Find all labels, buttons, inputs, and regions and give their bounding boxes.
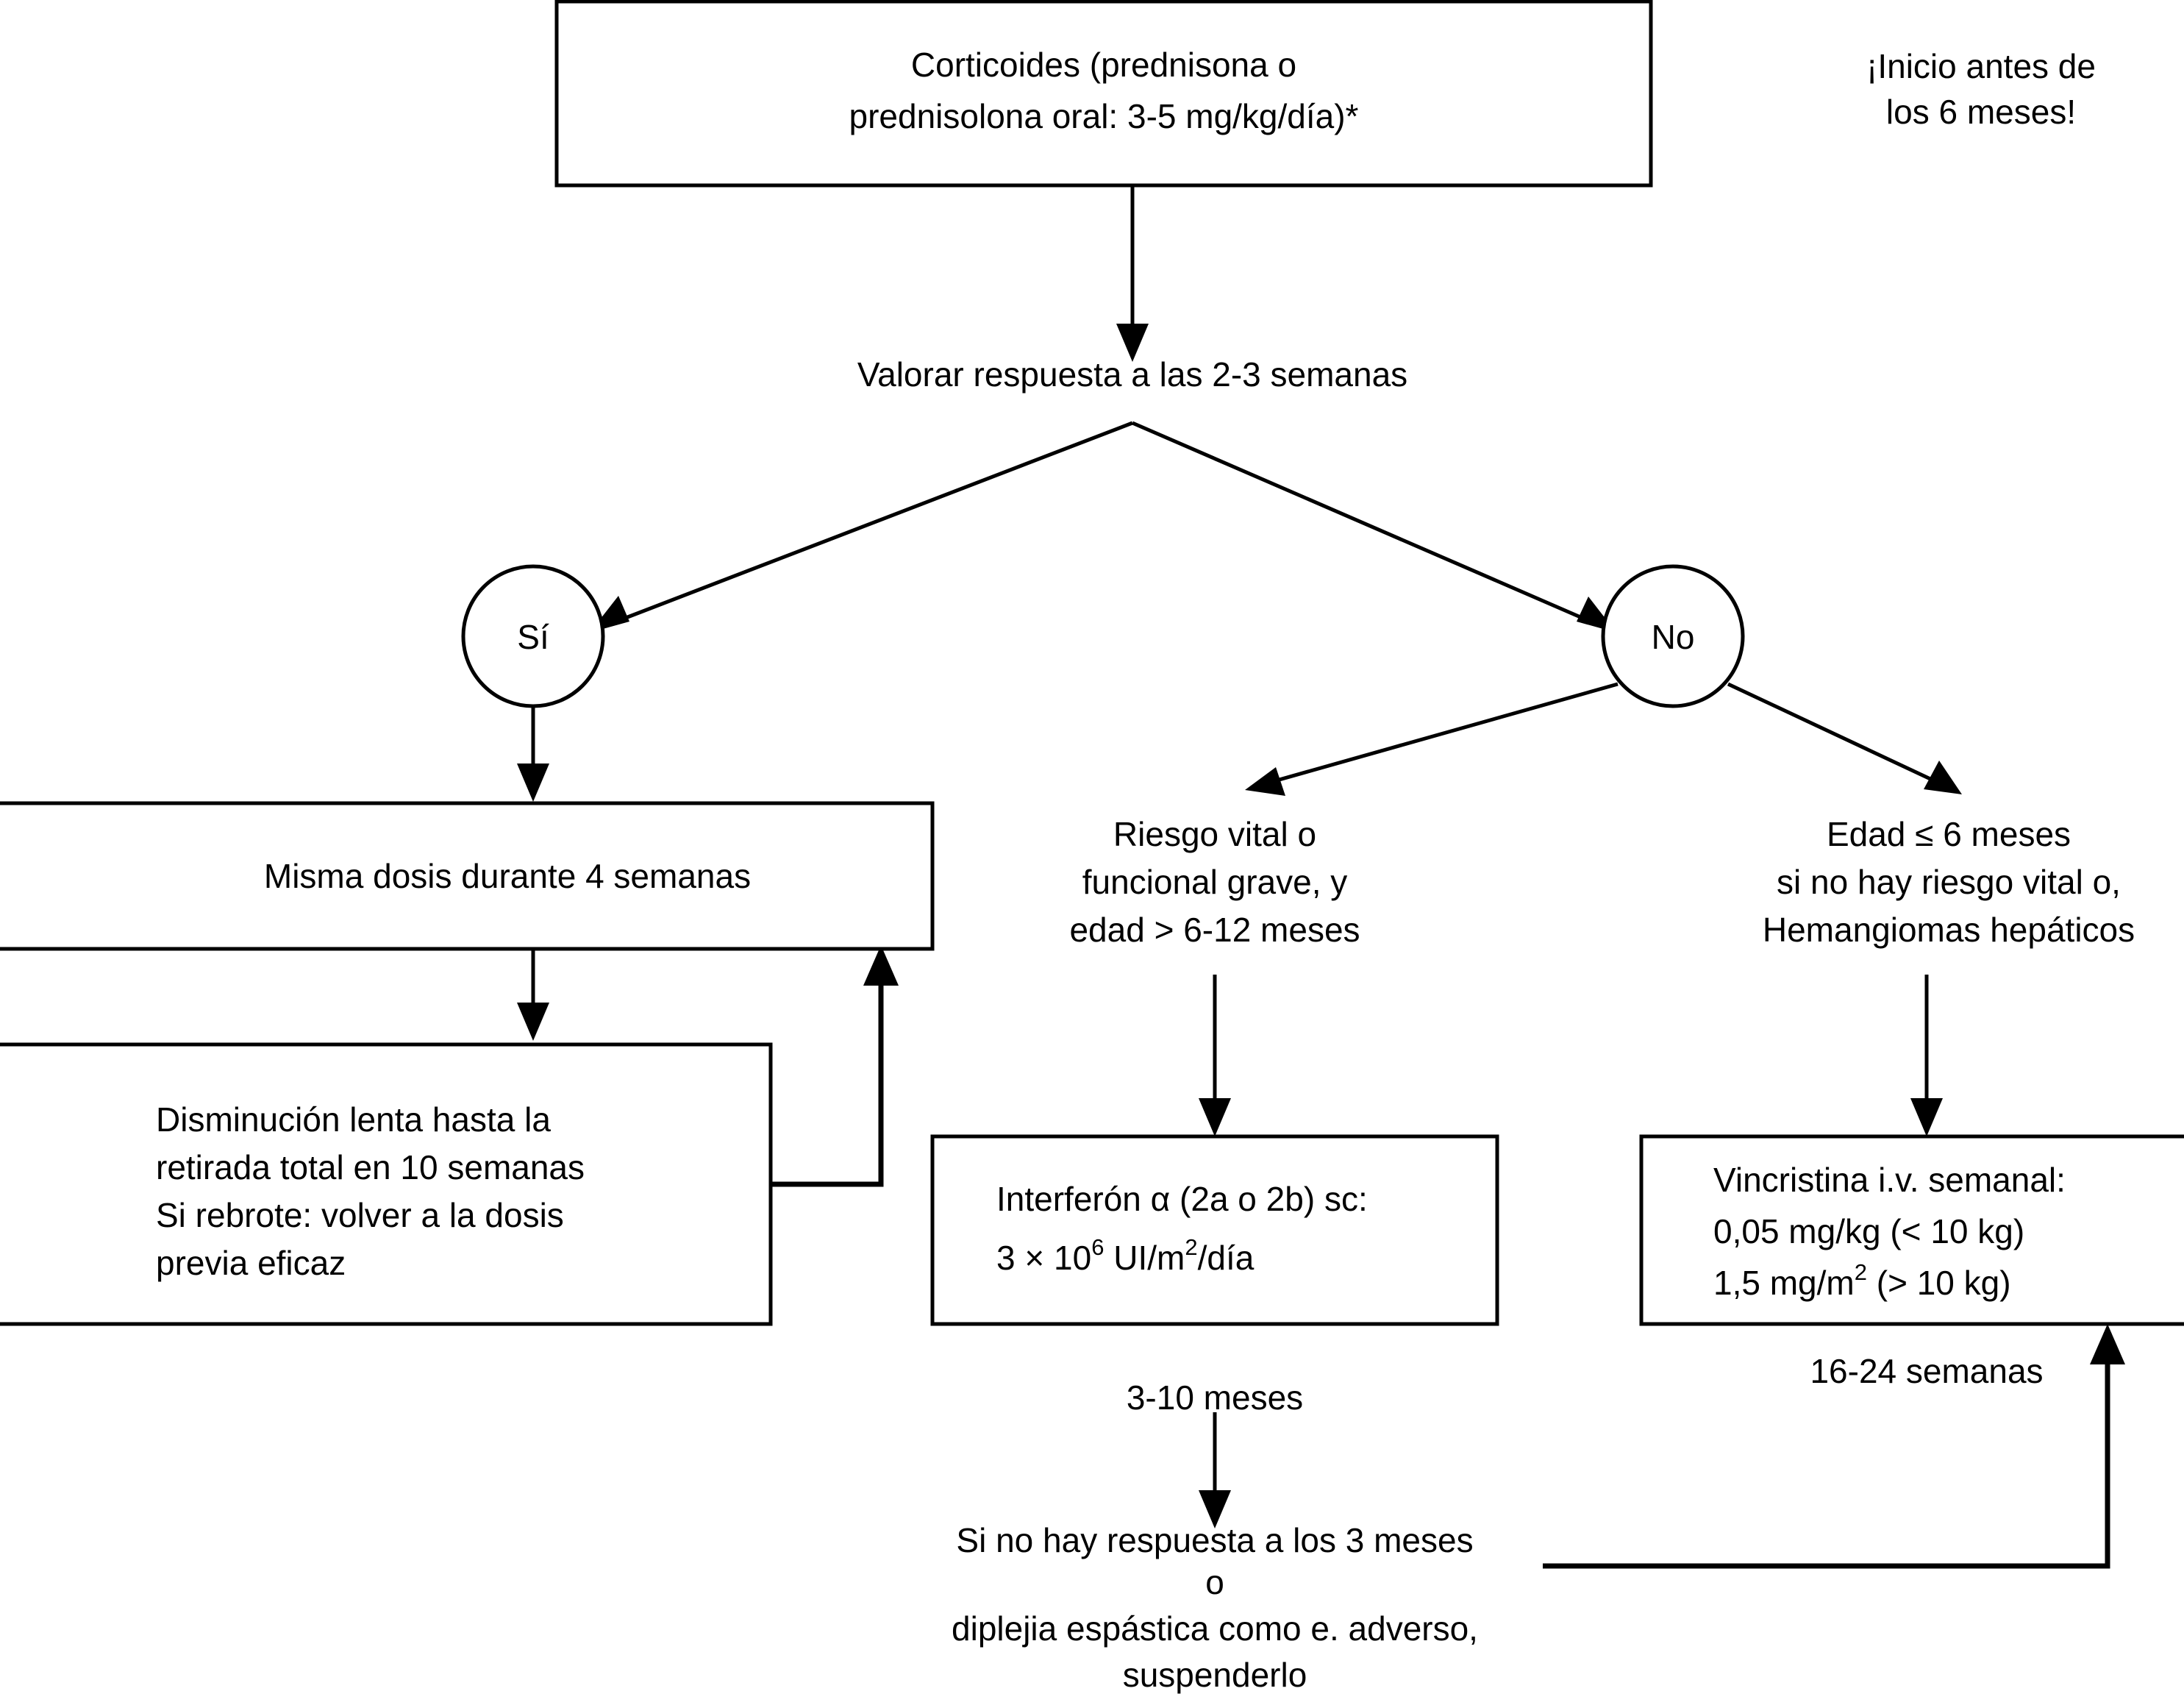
vincristine-duration-text: 16-24 semanas [1810,1352,2043,1390]
edge-assess-to-no [1132,421,1616,633]
risk-line3: edad > 6-12 meses [1069,911,1360,949]
interferon-line2-mid: UI/m [1104,1239,1185,1277]
vincristine-line3: 1,5 mg/m2 (> 10 kg) [1713,1259,2011,1302]
node-no-circle[interactable]: No [1601,564,1745,708]
yes-label: Sí [517,618,549,656]
stop-line1: Si no hay respuesta a los 3 meses [956,1521,1473,1559]
edge-stop-to-vincristine-return [1543,1324,2125,1569]
interferon-line2-sup1: 6 [1091,1234,1104,1260]
edge-label-interferon-duration: 3-10 meses [1127,1378,1303,1417]
interferon-line2-suffix: /día [1198,1239,1255,1277]
risk-line2: funcional grave, y [1082,863,1348,901]
node-taper-box[interactable]: Disminución lenta hasta la retirada tota… [0,1042,773,1326]
node-age-label: Edad ≤ 6 meses si no hay riesgo vital o,… [1763,815,2135,949]
edge-assess-to-yes [590,421,1133,633]
vincristine-line2: 0,05 mg/kg (< 10 kg) [1713,1212,2024,1250]
node-risk-label: Riesgo vital o funcional grave, y edad >… [1069,815,1360,949]
vincristine-line1: Vincristina i.v. semanal: [1713,1161,2066,1199]
interferon-line2: 3 × 106 UI/m2/día [996,1234,1255,1277]
stop-line3: diplejia espástica como e. adverso, [952,1609,1478,1648]
assess-text: Valorar respuesta a las 2-3 semanas [857,355,1407,394]
note-start-before-6-months: ¡Inicio antes de los 6 meses! [1866,47,2096,131]
interferon-line2-prefix: 3 × 10 [996,1239,1091,1277]
note-line2: los 6 meses! [1886,93,2076,131]
taper-line4: previa eficaz [156,1244,346,1282]
edge-interferon-to-stop [1199,1412,1231,1528]
start-box-line2: prednisolona oral: 3-5 mg/kg/día)* [849,97,1359,135]
vincristine-line3-prefix: 1,5 mg/m [1713,1264,1855,1302]
age-line1: Edad ≤ 6 meses [1827,815,2071,853]
interferon-duration-text: 3-10 meses [1127,1378,1303,1417]
edge-label-vincristine-duration: 16-24 semanas [1810,1352,2043,1390]
edge-same-dose-to-taper [517,949,549,1041]
stop-line4: suspenderlo [1123,1656,1307,1694]
taper-line2: retirada total en 10 semanas [156,1148,585,1186]
interferon-line1: Interferón α (2a o 2b) sc: [996,1180,1368,1218]
edge-no-to-age [1727,682,1962,794]
risk-line1: Riesgo vital o [1113,815,1316,853]
taper-line1: Disminución lenta hasta la [156,1100,551,1139]
node-stop-label: Si no hay respuesta a los 3 meses o dipl… [952,1521,1478,1694]
stop-line2: o [1205,1563,1224,1601]
edge-no-to-risk [1245,682,1619,796]
interferon-line2-sup2: 2 [1185,1234,1197,1260]
node-same-dose-box[interactable]: Misma dosis durante 4 semanas [0,801,935,951]
node-vincristine-box[interactable]: Vincristina i.v. semanal: 0,05 mg/kg (< … [1639,1134,2184,1326]
vincristine-line3-sup: 2 [1855,1259,1867,1285]
taper-line3: Si rebrote: volver a la dosis [156,1196,564,1234]
start-box-line1: Corticoides (prednisona o [911,46,1296,84]
edge-risk-to-interferon [1199,975,1231,1136]
same-dose-line1: Misma dosis durante 4 semanas [264,857,751,895]
node-assess-label: Valorar respuesta a las 2-3 semanas [857,355,1407,394]
node-interferon-box[interactable]: Interferón α (2a o 2b) sc: 3 × 106 UI/m2… [930,1134,1499,1326]
age-line2: si no hay riesgo vital o, [1777,863,2121,901]
node-start-box[interactable]: Corticoides (prednisona o prednisolona o… [554,0,1653,188]
note-line1: ¡Inicio antes de [1866,47,2096,85]
age-line3: Hemangiomas hepáticos [1763,911,2135,949]
edge-start-to-assess [1116,185,1149,362]
edge-age-to-vincristine [1910,975,1943,1136]
edge-yes-to-same-dose [517,705,549,802]
node-yes-circle[interactable]: Sí [461,564,605,708]
no-label: No [1652,618,1695,656]
edge-taper-feedback-loop [771,945,899,1187]
vincristine-line3-suffix: (> 10 kg) [1867,1264,2011,1302]
